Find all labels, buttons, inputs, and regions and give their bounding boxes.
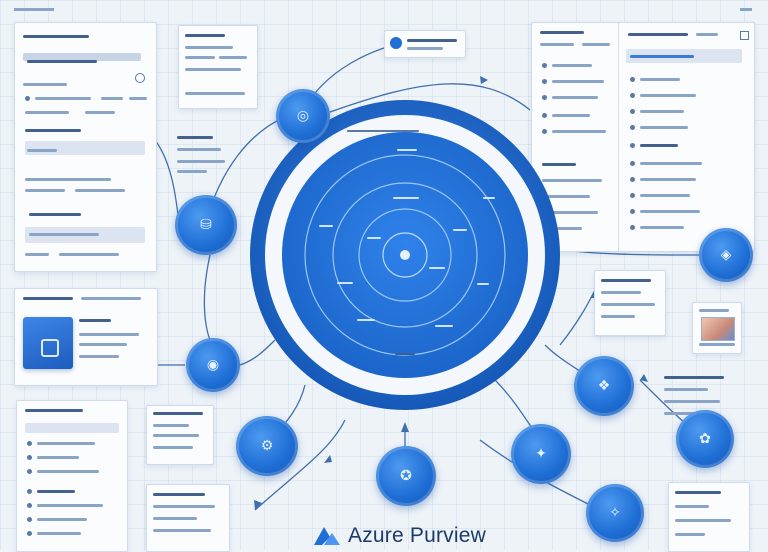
storage-icon	[41, 339, 59, 357]
insights-icon: ✦	[535, 446, 547, 462]
panel-top-left	[14, 22, 157, 272]
panel-bottom-left	[16, 400, 128, 552]
corner-mark-right	[740, 8, 752, 11]
storage-card[interactable]	[23, 317, 73, 369]
central-ring-diagram	[250, 100, 560, 410]
node-bottom-left[interactable]: ⚙	[236, 416, 298, 476]
database-icon: ⛁	[200, 217, 212, 233]
panel-left-middle	[14, 288, 158, 386]
node-right-lower[interactable]: ✿	[676, 410, 734, 468]
panel-bottom-right	[668, 482, 750, 552]
policy-icon: ✿	[699, 431, 711, 447]
panel-top-right	[531, 22, 755, 252]
corner-mark-left	[14, 8, 54, 11]
panel-right-note	[660, 370, 734, 426]
panel-upper-center-left	[178, 25, 258, 109]
info-icon	[390, 37, 402, 49]
data-source-icon: ◎	[296, 108, 310, 124]
lineage-icon: ⚙	[260, 438, 274, 454]
catalog-icon: ✪	[400, 468, 412, 484]
panel-top-center	[384, 30, 466, 58]
window-icon[interactable]	[740, 31, 749, 40]
scan-icon: ◉	[206, 357, 220, 373]
node-left-lower[interactable]: ◉	[186, 338, 240, 392]
node-right-middle[interactable]: ❖	[574, 356, 634, 416]
panel-right-thumb	[692, 302, 742, 354]
map-icon: ◈	[720, 247, 732, 263]
node-bottom-center[interactable]: ✪	[376, 446, 436, 506]
node-bottom-right[interactable]: ✦	[511, 424, 571, 484]
node-right-edge[interactable]: ◈	[699, 228, 753, 282]
center-core	[400, 250, 410, 260]
panel-center-left-note	[175, 130, 233, 182]
node-top-left[interactable]: ◎	[276, 89, 330, 143]
panel-lower-center-left	[146, 405, 214, 465]
refresh-icon[interactable]	[135, 73, 145, 83]
panel-bottom-center-left	[146, 484, 230, 552]
brand-name: Azure Purview	[348, 524, 486, 547]
node-bottom-far-right[interactable]: ✧	[586, 484, 644, 542]
panel-right-middle	[594, 270, 666, 336]
classification-icon: ✧	[609, 505, 621, 521]
glossary-icon: ❖	[597, 378, 611, 394]
thumbnail-image	[701, 317, 735, 341]
node-left-upper[interactable]: ⛁	[175, 195, 237, 255]
azure-logo-icon	[314, 527, 340, 545]
brand-lockup: Azure Purview	[312, 524, 486, 548]
